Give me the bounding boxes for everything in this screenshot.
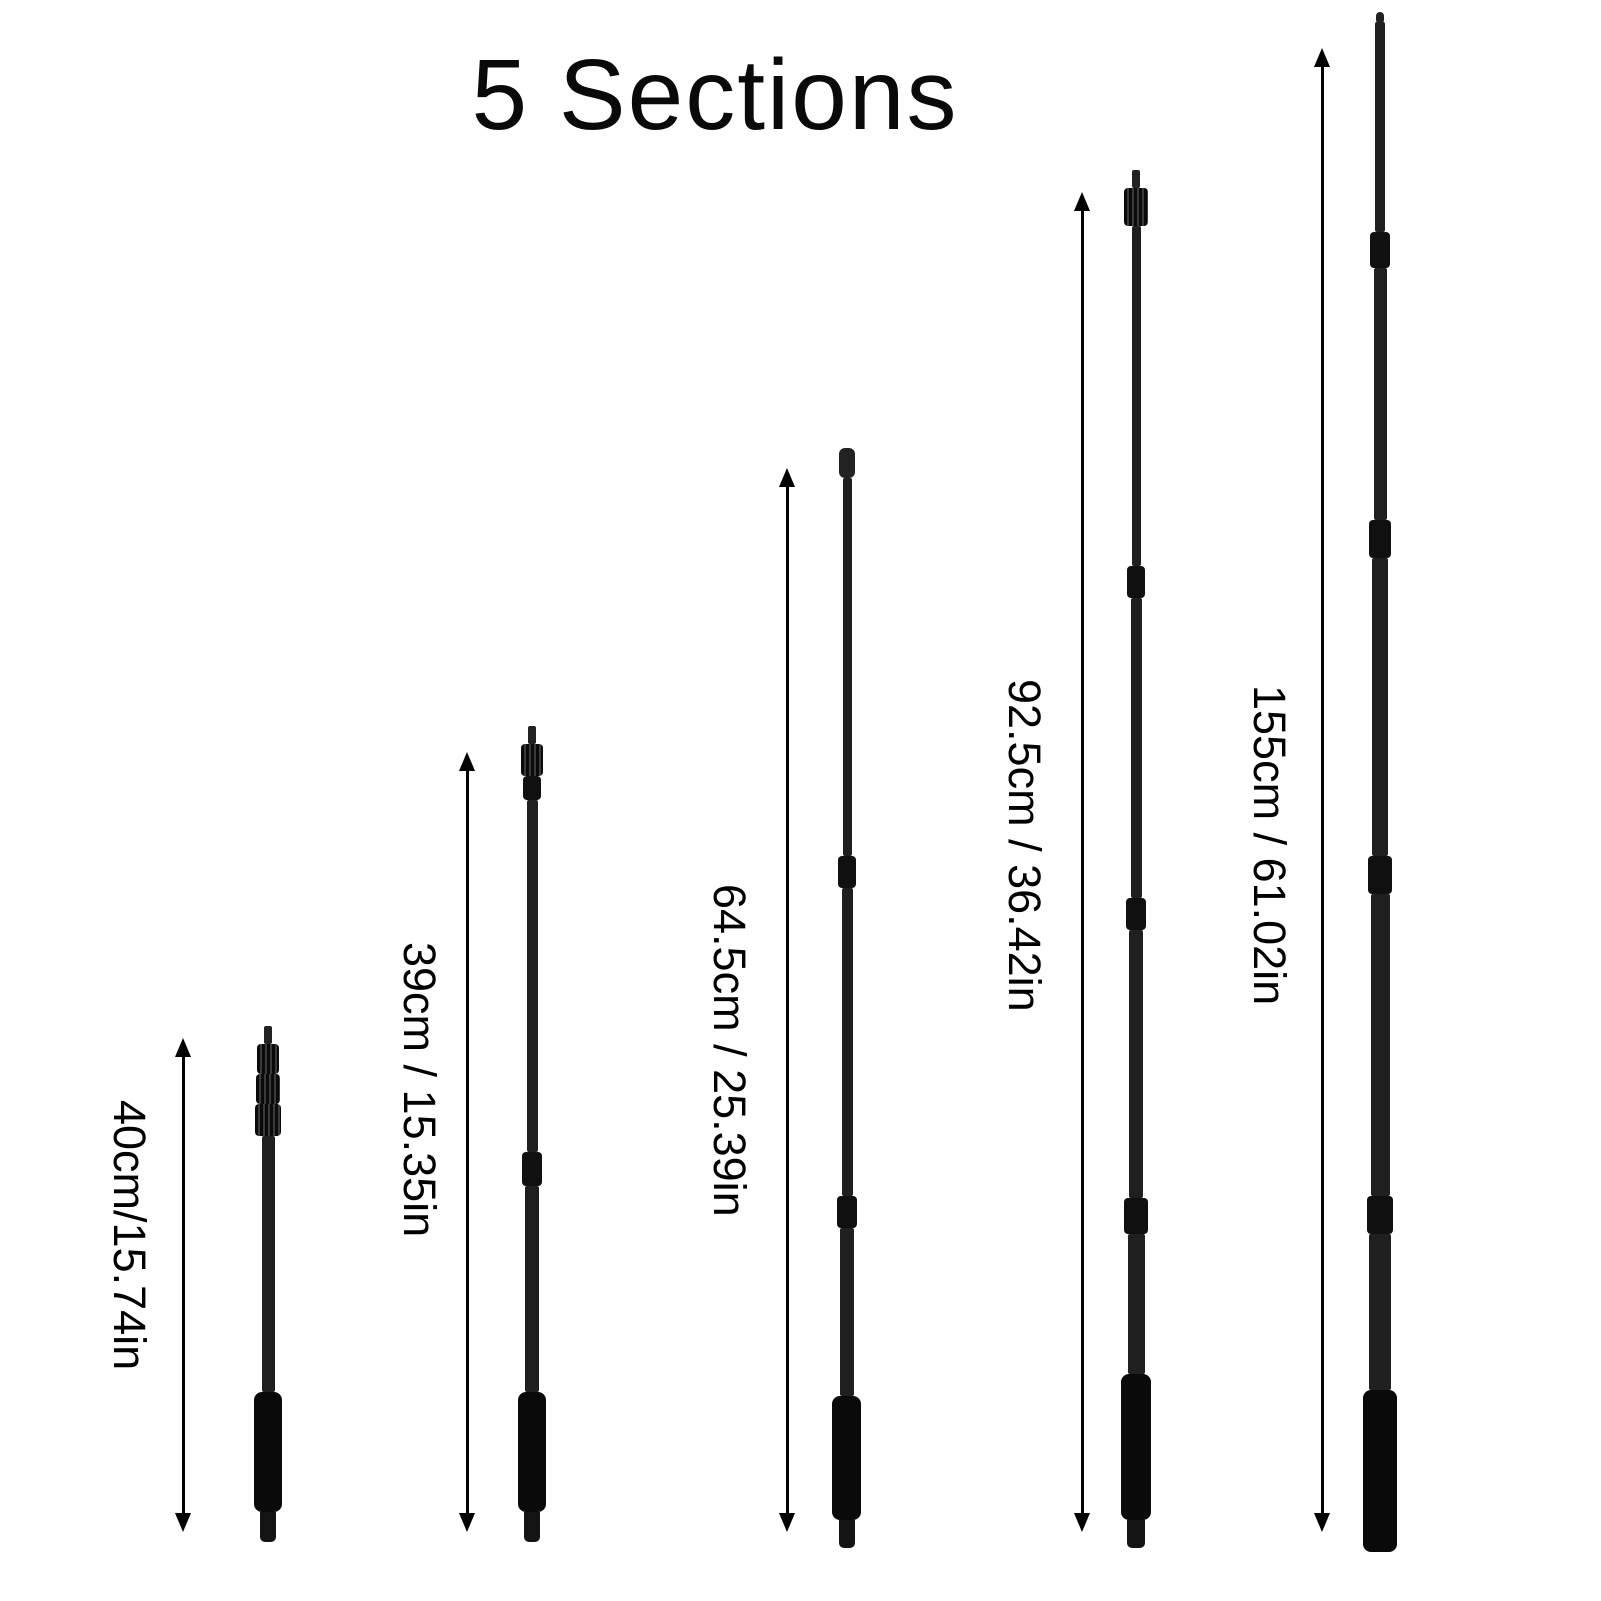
measurement-label-2: 39cm / 15.35in: [394, 942, 445, 1238]
pole-lock-knob: [255, 1104, 281, 1136]
arrow-down-icon: [459, 1513, 475, 1532]
pole-shaft: [1132, 226, 1141, 566]
page-title: 5 Sections: [471, 39, 959, 151]
pole-lock-knob: [257, 1044, 279, 1074]
measurement-label-3: 64.5cm / 25.39in: [704, 883, 755, 1217]
arrow-up-icon: [779, 468, 795, 487]
pole-collar: [523, 776, 541, 800]
pole-shaft: [842, 888, 853, 1196]
measure-arrow-line: [466, 768, 469, 1516]
arrow-down-icon: [1074, 1513, 1090, 1532]
pole-screw-tip: [264, 1026, 272, 1044]
pole-shaft: [1375, 22, 1385, 232]
measure-arrow-line: [786, 484, 789, 1516]
pole-shaft: [1371, 894, 1390, 1196]
pole-lock-knob: [521, 744, 543, 776]
pole-shaft: [1369, 1234, 1391, 1390]
pole-lock-knob: [256, 1074, 280, 1104]
pole-collar: [1367, 1196, 1393, 1234]
pole-collar: [1127, 566, 1145, 598]
foam-grip: [518, 1392, 546, 1512]
pole-top-knob: [839, 448, 855, 478]
arrow-down-icon: [779, 1513, 795, 1532]
pole-shaft: [1129, 930, 1143, 1198]
pole-end-cap: [260, 1512, 276, 1542]
pole-collar: [1368, 856, 1392, 894]
foam-grip: [254, 1392, 282, 1512]
pole-screw-tip: [1376, 12, 1384, 24]
pole-collar: [1370, 232, 1390, 268]
foam-grip: [1121, 1374, 1151, 1520]
arrow-down-icon: [1314, 1513, 1330, 1532]
pole-end-cap: [839, 1520, 855, 1548]
pole-collar: [1126, 898, 1146, 930]
measurement-label-1: 40cm/15.74in: [104, 1099, 155, 1371]
pole-shaft: [262, 1136, 275, 1392]
pole-shaft: [840, 1228, 854, 1396]
foam-grip: [832, 1396, 861, 1520]
pole-shaft: [1128, 1234, 1145, 1374]
pole-collar: [1124, 1198, 1148, 1234]
pole-collar: [838, 856, 856, 888]
pole-collar: [1369, 520, 1391, 558]
pole-end-cap: [1127, 1520, 1145, 1548]
measure-arrow-line: [1081, 208, 1084, 1516]
pole-lock-knob: [1124, 188, 1148, 226]
pole-collar: [837, 1196, 857, 1228]
pole-end-cap: [524, 1512, 540, 1542]
pole-shaft: [525, 1186, 539, 1392]
pole-shaft: [843, 478, 852, 856]
measurement-label-4: 92.5cm / 36.42in: [999, 678, 1050, 1012]
pole-shaft: [1374, 268, 1387, 520]
pole-shaft: [527, 800, 538, 1152]
arrow-up-icon: [175, 1038, 191, 1057]
pole-shaft: [1131, 598, 1142, 898]
pole-collar: [522, 1152, 542, 1186]
arrow-down-icon: [175, 1513, 191, 1532]
arrow-up-icon: [1314, 48, 1330, 67]
pole-screw-tip: [1132, 170, 1140, 188]
measure-arrow-line: [182, 1054, 185, 1516]
arrow-up-icon: [1074, 192, 1090, 211]
pole-shaft: [1372, 558, 1388, 856]
measure-arrow-line: [1321, 64, 1324, 1516]
arrow-up-icon: [459, 752, 475, 771]
measurement-label-5: 155cm / 61.02in: [1244, 684, 1295, 1006]
foam-grip: [1363, 1390, 1397, 1552]
pole-screw-tip: [528, 726, 536, 744]
